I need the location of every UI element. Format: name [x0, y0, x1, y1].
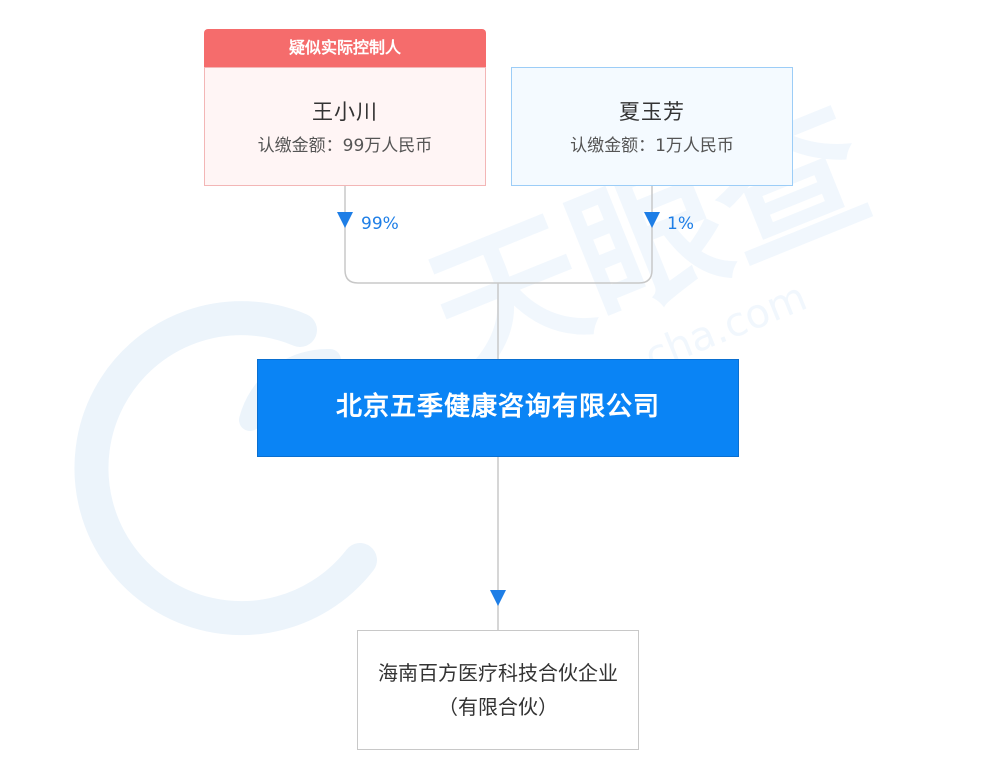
shareholder-name: 王小川 [312, 100, 378, 124]
share-percent-label: 1% [667, 214, 694, 234]
connector-merge [344, 269, 653, 284]
arrow-down-icon [490, 590, 506, 606]
actual-controller-tag: 疑似实际控制人 [204, 29, 486, 67]
company-node[interactable]: 北京五季健康咨询有限公司 [257, 359, 739, 457]
share-percent-label: 99% [361, 214, 399, 234]
shareholder-amount: 认缴金额：1万人民币 [570, 136, 734, 156]
shareholder-node-xia[interactable]: 夏玉芳 认缴金额：1万人民币 [511, 67, 793, 186]
shareholder-amount: 认缴金额：99万人民币 [257, 136, 433, 156]
shareholder-name: 夏玉芳 [619, 100, 685, 124]
arrow-down-icon [337, 212, 353, 228]
investment-node[interactable]: 海南百方医疗科技合伙企业（有限合伙） [357, 630, 639, 750]
shareholder-node-wang[interactable]: 王小川 认缴金额：99万人民币 [204, 67, 486, 186]
arrow-down-icon [644, 212, 660, 228]
